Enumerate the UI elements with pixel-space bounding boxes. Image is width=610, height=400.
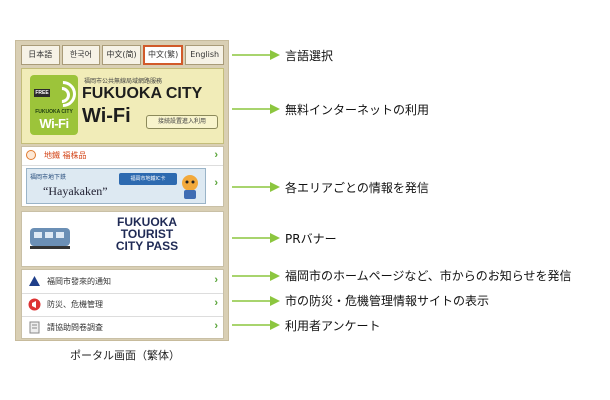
ic-card-label: 福岡市地鐵IC卡 (119, 173, 177, 185)
chevron-right-icon: › (214, 149, 218, 161)
menu-item-label: 福岡市發來的通知 (47, 277, 111, 286)
area-info-label: 地鐵 福株品 (44, 151, 87, 160)
arrow-right-icon (232, 320, 280, 330)
arrow-right-icon (232, 104, 280, 114)
chevron-right-icon: › (214, 274, 218, 286)
hayakaken-banner[interactable]: 福岡市地下鉄 福岡市地鐵IC卡 “Hayakaken” (26, 168, 206, 204)
logo-wifi-text: Wi-Fi (39, 116, 69, 131)
megaphone-icon (28, 298, 41, 311)
menu-item-label: 請協助問卷調査 (47, 323, 103, 332)
lang-english-button[interactable]: English (185, 45, 224, 65)
portal-screen: 日本語 한국어 中文(简) 中文(繁) English FREE FUKUOKA… (15, 40, 229, 341)
chevron-right-icon: › (214, 297, 218, 309)
survey-icon (29, 321, 40, 334)
city-pass-line: TOURIST (120, 227, 174, 241)
lang-japanese-button[interactable]: 日本語 (21, 45, 60, 65)
annotation-city-notices: 福岡市のホームページなど、市からのお知らせを発信 (285, 269, 572, 283)
wifi-subtitle: 福岡市公共無線局域網路服務 (84, 78, 163, 85)
portal-caption: ポータル画面（繁体） (70, 349, 180, 362)
arrow-right-icon (232, 182, 280, 192)
wifi-logo: FREE FUKUOKA CITY Wi-Fi (30, 75, 82, 135)
chevron-right-icon: › (214, 177, 218, 189)
city-pass-line: CITY PASS (115, 239, 179, 253)
lang-chinese-simplified-button[interactable]: 中文(简) (102, 45, 141, 65)
city-emblem-icon (29, 276, 40, 286)
city-pass-title: FUKUOKA TOURIST CITY PASS (72, 216, 222, 252)
train-icon (30, 228, 70, 249)
annotation-disaster: 市の防災・危機管理情報サイトの表示 (285, 294, 490, 308)
wifi-connect-button[interactable]: 接続設置進入利用 (146, 115, 218, 129)
free-wifi-banner[interactable]: FREE FUKUOKA CITY Wi-Fi 福岡市公共無線局域網路服務 FU… (21, 68, 224, 144)
area-info-box: 地鐵 福株品 › 福岡市地下鉄 福岡市地鐵IC卡 “Hayakaken” › (21, 146, 224, 207)
banner-tag: 福岡市地下鉄 (30, 174, 67, 181)
free-badge: FREE (34, 89, 50, 97)
language-bar: 日本語 한국어 中文(简) 中文(繁) English (21, 45, 224, 67)
mascot-icon (182, 175, 198, 199)
menu-item-disaster[interactable]: 防災、危機管理 › (22, 293, 223, 317)
location-icon (26, 150, 36, 160)
city-pass-banner[interactable]: FUKUOKA TOURIST CITY PASS (21, 211, 224, 267)
lang-korean-button[interactable]: 한국어 (61, 45, 101, 65)
arrow-right-icon (232, 296, 280, 306)
area-info-row[interactable]: 地鐵 福株品 › (22, 147, 223, 166)
wifi-title: FUKUOKA CITY (82, 85, 203, 102)
wifi-title-line2: Wi-Fi (82, 105, 131, 127)
logo-city-text: FUKUOKA CITY (35, 109, 73, 115)
annotation-internet: 無料インターネットの利用 (285, 103, 430, 117)
menu-item-label: 防災、危機管理 (47, 300, 103, 309)
menu-list: 福岡市發來的通知 › 防災、危機管理 › 請協助問卷調査 › (21, 269, 224, 339)
lang-chinese-traditional-button[interactable]: 中文(繁) (142, 45, 184, 65)
arrow-right-icon (232, 233, 280, 243)
menu-item-survey[interactable]: 請協助問卷調査 › (22, 316, 223, 339)
arrow-right-icon (232, 50, 280, 60)
hayakaken-name: “Hayakaken” (43, 184, 108, 198)
menu-item-city-notices[interactable]: 福岡市發來的通知 › (22, 270, 223, 294)
city-pass-line: FUKUOKA (117, 215, 177, 229)
annotation-survey: 利用者アンケート (285, 319, 381, 333)
arrow-right-icon (232, 271, 280, 281)
annotation-area-info: 各エリアごとの情報を発信 (285, 181, 429, 195)
annotation-language: 言語選択 (285, 49, 334, 63)
annotation-pr-banner: PRバナー (285, 232, 337, 246)
chevron-right-icon: › (214, 320, 218, 332)
